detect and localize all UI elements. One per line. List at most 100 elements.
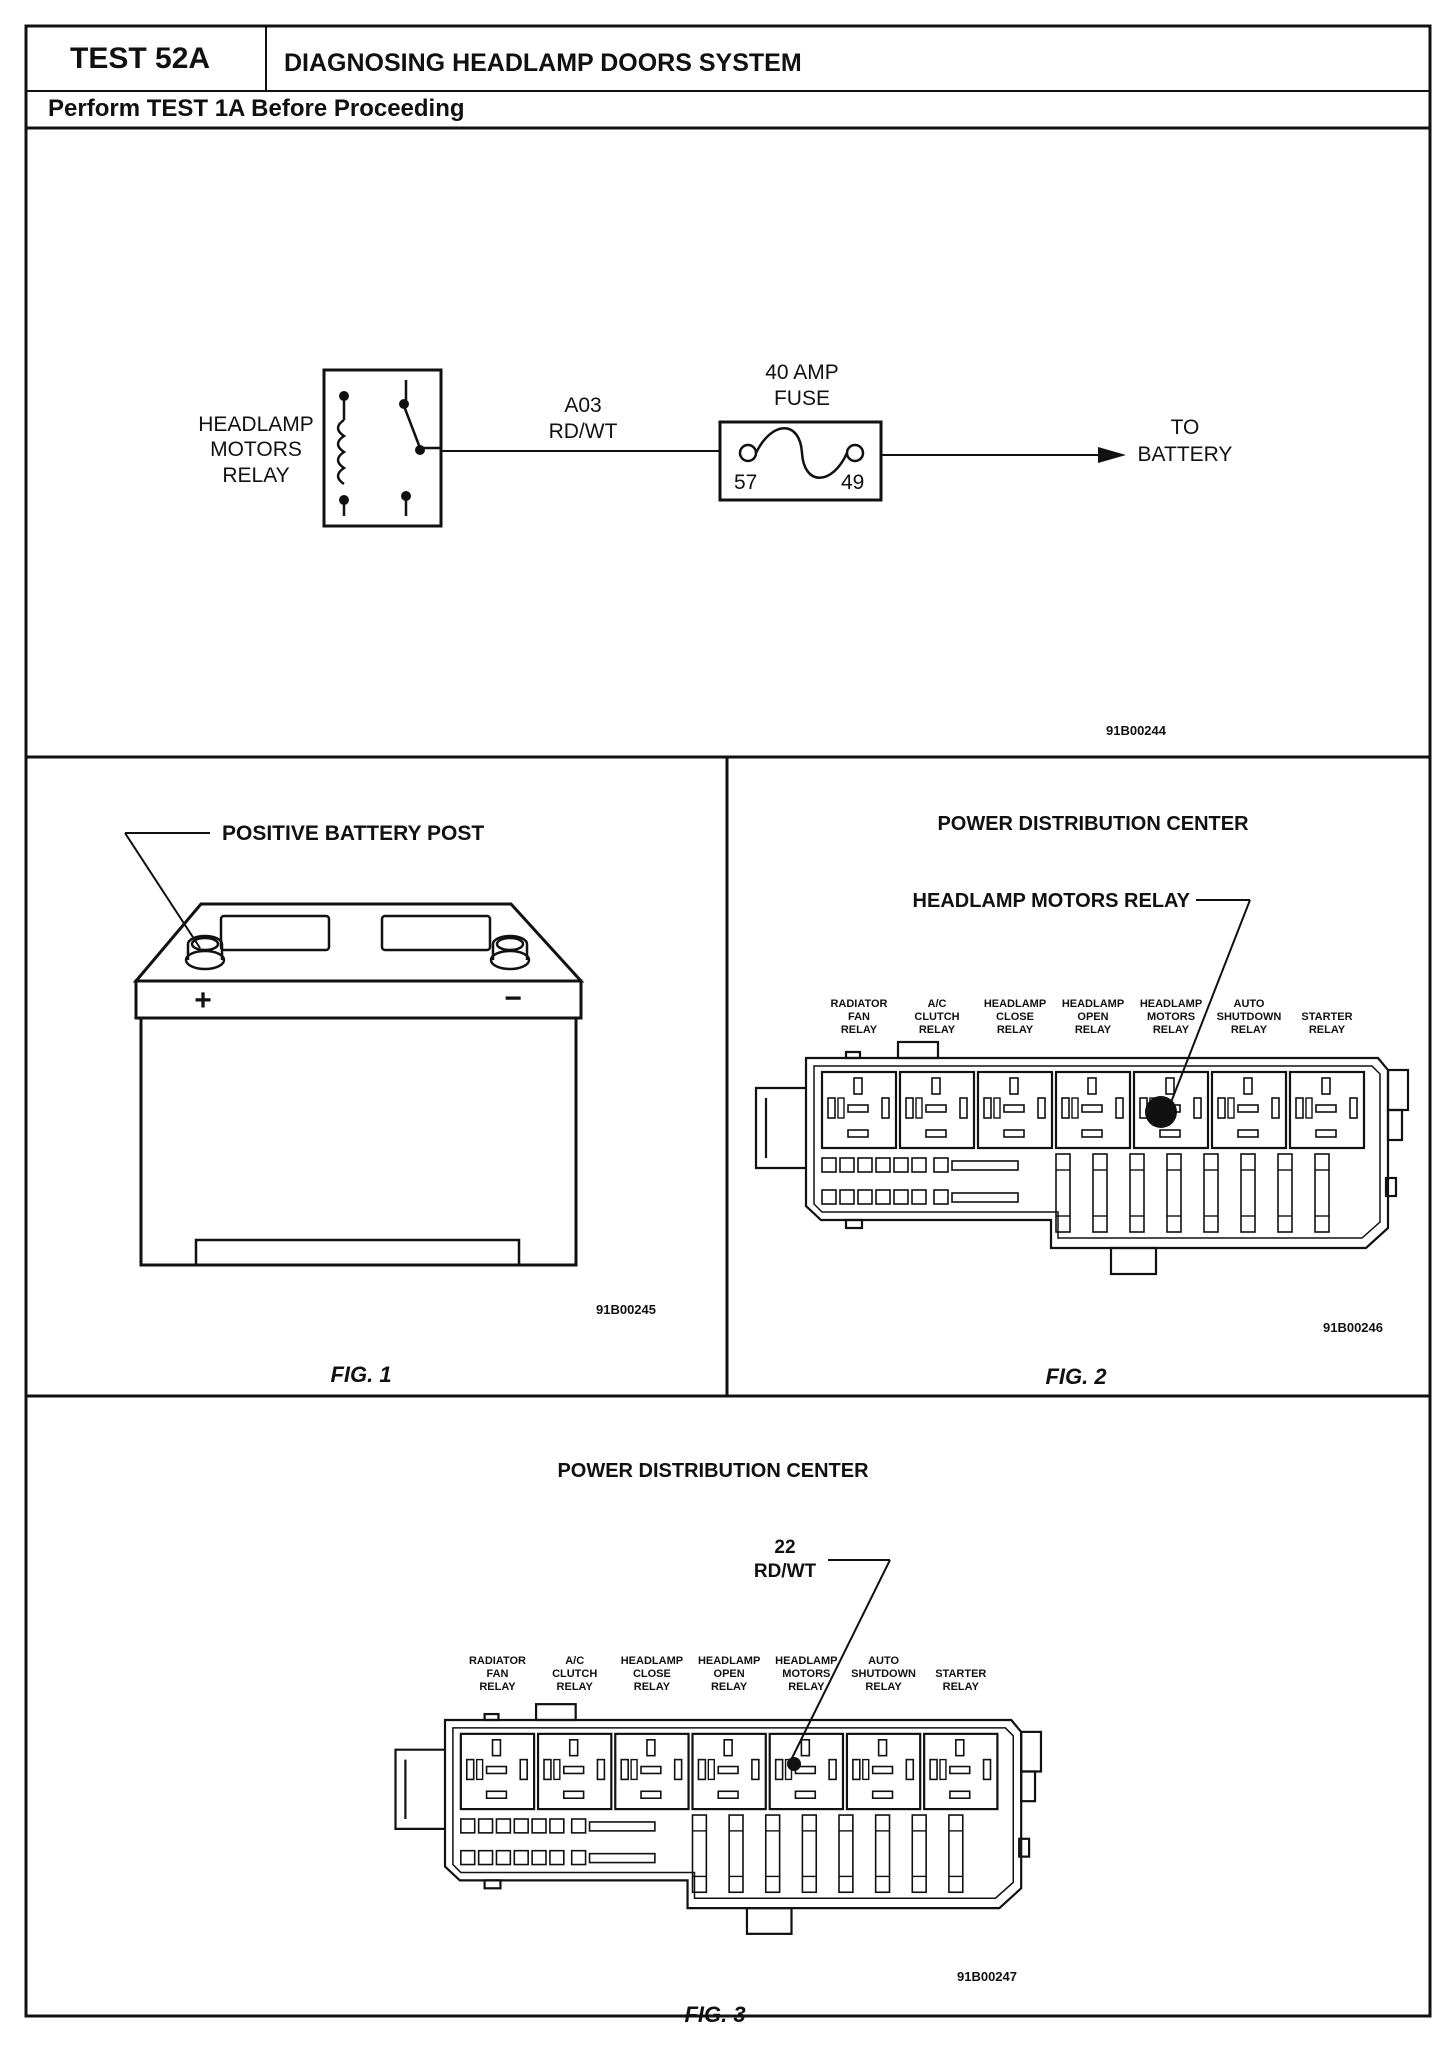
relay-pin [1081,1129,1103,1138]
battery-case [139,1016,578,1267]
relay-pin [1237,1129,1259,1138]
relay-label: RELAY [479,1681,516,1693]
pdc-left-bracket [394,1748,445,1830]
relay-switch-arm [402,405,422,449]
relay-socket [459,1732,536,1811]
mini-fuse [821,1157,837,1173]
relay-label: A/C [928,998,947,1010]
tall-fuse [801,1814,818,1894]
pdc-bottom-tab [844,1218,864,1230]
battery-label-2: BATTERY [1138,443,1233,466]
relay-label: HEADLAMP [1062,998,1124,1010]
relay-pin [596,1758,606,1781]
relay-pin [1009,1077,1019,1095]
relay-socket [768,1732,845,1811]
fig1-caption: FIG. 1 [330,1362,391,1387]
relay-pin [871,1765,894,1775]
relay-pin [955,1739,965,1757]
relay-pin [949,1765,971,1775]
battery-vent-right [380,914,492,952]
relay-pin [562,1765,585,1775]
relay-terminal-dot [339,391,349,401]
relay-pin [640,1765,662,1775]
relay-label: STARTER [1301,1011,1352,1023]
relay-pin [1271,1097,1280,1119]
fuse-label-1: 40 AMP [765,361,839,384]
relay-label: MOTORS [782,1668,830,1680]
relay-pin [929,1758,938,1781]
relay-socket [976,1070,1054,1150]
relay-pin [877,1739,888,1757]
relay-pin [800,1739,811,1757]
relay-label: FAN [848,1011,870,1023]
relay-label: RELAY [1309,1024,1346,1036]
relay-pin [1081,1104,1103,1113]
relay-label: RELAY [943,1681,980,1693]
relay-label: RELAY [919,1024,956,1036]
relay-pin [1037,1097,1046,1119]
relay-pin [1071,1097,1079,1119]
relay-pin [543,1758,552,1781]
relay-pin [852,1758,861,1781]
relay-pin [485,1765,508,1775]
relay-label: RELAY [788,1681,825,1693]
relay-pin [1003,1104,1025,1113]
fig3-pdc-body [394,1703,1043,1935]
relay-label: FAN [486,1668,508,1680]
fuse-symbol [718,420,883,502]
pdc-side-tab [1384,1176,1398,1198]
relay-label: HEADLAMP [698,1655,760,1667]
relay-pin [553,1758,561,1781]
relay-pin [905,1758,915,1781]
relay-pin [707,1758,715,1781]
relay-label: RELAY [865,1681,902,1693]
relay-pin [949,1790,971,1800]
relay-pin [465,1758,475,1781]
relay-socket [1132,1070,1210,1150]
tall-fuse [1166,1153,1182,1233]
fig3-pdc: POWER DISTRIBUTION CENTER 22 RD/WT RADIA… [394,1460,1043,2027]
pdc-top-tab [483,1712,500,1722]
pdc-top-tab [896,1040,940,1060]
relay-pin [853,1077,863,1095]
relay-pin [1165,1077,1175,1095]
relay-label: HEADLAMP [621,1655,683,1667]
mini-fuse [495,1818,512,1834]
tall-fuse [728,1814,744,1894]
relay-pin [646,1739,656,1757]
relay-label: HEADLAMP [1140,998,1202,1010]
relay-pin [1321,1077,1331,1095]
tall-fuse [911,1814,927,1894]
relay-pin [723,1739,733,1757]
relay-label-line-3: RELAY [222,464,289,487]
tall-fuse [1092,1153,1108,1233]
mini-fuse [857,1157,873,1173]
fuse-pin-left: 57 [734,471,757,494]
fuse-terminal-right [845,443,865,463]
test-subtitle: Perform TEST 1A Before Proceeding [48,95,465,122]
fuse-pin-right: 49 [841,471,864,494]
relay-pin [620,1758,629,1781]
plus-sign: + [194,984,212,1017]
tall-fuse [1240,1153,1256,1233]
relay-label: A/C [565,1655,584,1667]
pdc-right-tab [1386,1108,1404,1142]
relay-label: CLOSE [996,1011,1034,1023]
fuse-box [718,420,883,502]
relay-label: AUTO [868,1655,899,1667]
relay-pin [1061,1097,1070,1119]
relay-pin [925,1129,947,1138]
relay-pin [1243,1077,1253,1095]
mini-fuse [570,1849,587,1866]
relay-label: RELAY [557,1681,594,1693]
relay-terminal-dot [339,495,349,505]
positive-post-icon [184,934,226,971]
pdc-right-tab [1020,1770,1037,1803]
relay-label: RADIATOR [830,998,887,1010]
relay-pin [1003,1129,1025,1138]
fig1-battery: POSITIVE BATTERY POST + − 91B00245 FIG. … [124,822,656,1387]
cartridge-fuse [588,1821,656,1832]
mini-fuse [513,1818,529,1834]
fig2-figure-code: 91B00246 [1323,1320,1383,1335]
